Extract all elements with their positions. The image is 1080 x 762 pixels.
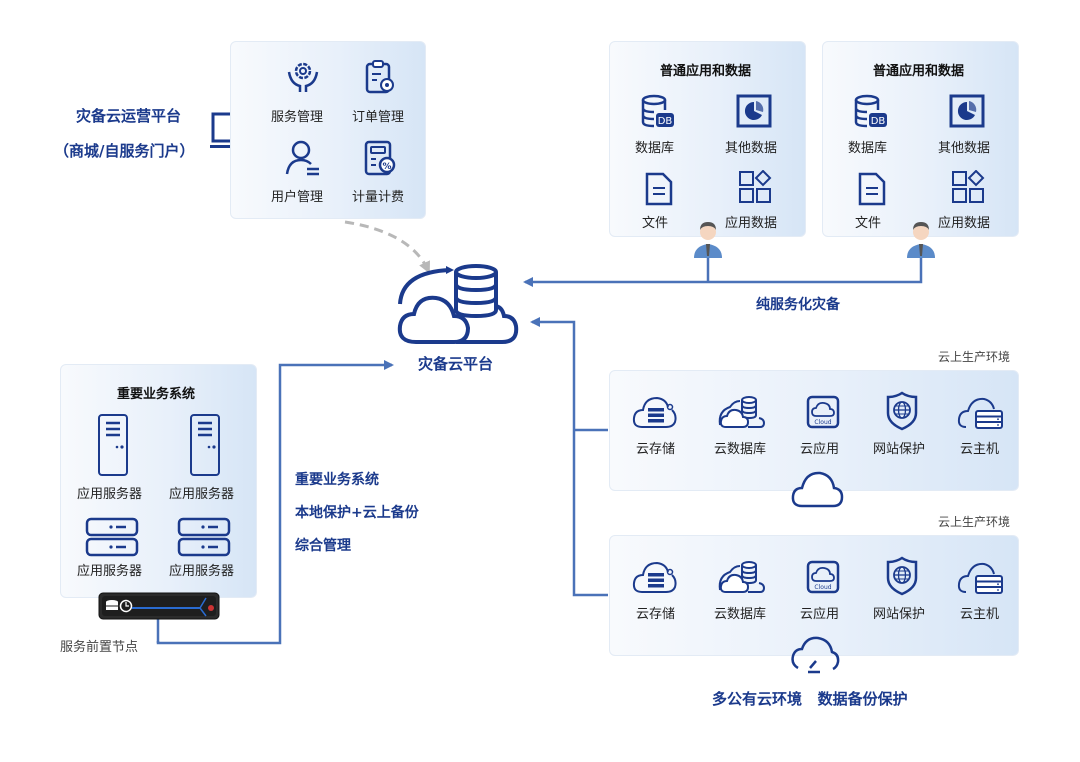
file-icon — [644, 172, 674, 206]
service-gear-hand-icon — [285, 60, 321, 94]
business-system-title: 重要业务系统 — [117, 387, 196, 402]
cloud-database-small-icon — [716, 560, 766, 594]
service-node-label: 服务前置节点 — [60, 640, 139, 655]
cloud-storage-icon — [632, 395, 678, 429]
cloud-env-panel: 云存储 云数据库 Cloud 云应用 网站保护 云主机 — [609, 370, 1019, 491]
ops-platform-panel: 服务管理 订单管理 用户管理 % 计量计费 — [230, 41, 426, 219]
footer-label: 多公有云环境 数据备份保护 — [712, 690, 908, 708]
cloud-env-caption: 云上生产环境 — [938, 515, 1011, 529]
rack-server-icon — [177, 517, 231, 557]
appliance-device-icon — [98, 592, 220, 620]
cloud-item-label: 云存储 — [636, 442, 676, 457]
cloud-env-caption: 云上生产环境 — [938, 350, 1011, 364]
ops-item-label: 订单管理 — [352, 110, 405, 125]
app-data-item-label: 文件 — [855, 216, 882, 231]
middle-note: 本地保护+云上备份 — [295, 505, 419, 521]
tower-server-icon — [189, 413, 221, 477]
middle-note: 综合管理 — [295, 538, 351, 554]
cloud-app-icon: Cloud — [806, 395, 840, 429]
cloud-host-icon — [956, 395, 1004, 429]
cloud-gauge-icon — [790, 634, 840, 674]
user-avatar-icon — [692, 218, 724, 258]
cloud-item-label: 云数据库 — [714, 442, 767, 457]
apps-grid-icon — [738, 170, 772, 204]
cloud-storage-icon — [632, 560, 678, 594]
user-icon — [285, 140, 321, 176]
cloud-host-icon — [956, 560, 1004, 594]
cloud-item-label: 网站保护 — [873, 442, 926, 457]
cloud-database-icon — [396, 262, 522, 348]
ops-item-label: 计量计费 — [352, 190, 405, 205]
server-label: 应用服务器 — [169, 487, 235, 502]
cloud-item-label: 云数据库 — [714, 607, 767, 622]
cloud-badge-text: Cloud — [814, 419, 831, 426]
app-data-connector — [523, 258, 923, 287]
business-system-panel: 重要业务系统 应用服务器 应用服务器 应用服务器 应用服务器 — [60, 364, 257, 598]
app-data-item-label: 应用数据 — [725, 216, 778, 231]
database-db-icon: DB — [640, 94, 676, 130]
cloud-outline-icon — [790, 468, 844, 508]
cloud-item-label: 云应用 — [800, 607, 840, 622]
order-clipboard-icon — [363, 60, 397, 94]
user-avatar-icon — [905, 218, 937, 258]
app-data-item-label: 数据库 — [848, 141, 888, 156]
shield-globe-icon — [886, 556, 918, 596]
middle-note: 重要业务系统 — [295, 472, 379, 488]
shield-globe-icon — [886, 391, 918, 431]
apps-grid-icon — [951, 170, 985, 204]
ops-platform-title: 灾备云运营平台 — [76, 107, 182, 125]
cloud-item-label: 云应用 — [800, 442, 840, 457]
app-data-title: 普通应用和数据 — [660, 64, 752, 79]
app-data-panel: 普通应用和数据 DB 数据库 其他数据 文件 应用数据 — [609, 41, 806, 237]
pure-service-label: 纯服务化灾备 — [756, 297, 840, 313]
app-data-item-label: 数据库 — [635, 141, 675, 156]
tower-server-icon — [97, 413, 129, 477]
app-data-panel: 普通应用和数据 DB 数据库 其他数据 文件 应用数据 — [822, 41, 1019, 237]
billing-calculator-icon: % — [363, 140, 397, 176]
dashed-connector — [344, 220, 430, 274]
cloud-env-panel: 云存储 云数据库 Cloud 云应用 网站保护 云主机 — [609, 535, 1019, 656]
database-db-icon: DB — [853, 94, 889, 130]
cloud-badge-text: Cloud — [814, 584, 831, 591]
app-data-item-label: 其他数据 — [938, 141, 991, 156]
cloud-item-label: 云存储 — [636, 607, 676, 622]
server-label: 应用服务器 — [77, 564, 143, 579]
svg-text:%: % — [382, 162, 391, 172]
center-platform-label: 灾备云平台 — [418, 355, 494, 373]
cloud-item-label: 云主机 — [960, 607, 1000, 622]
app-data-item-label: 文件 — [642, 216, 669, 231]
cloud-env-connector — [532, 322, 608, 597]
ops-item-label: 用户管理 — [271, 190, 324, 205]
server-label: 应用服务器 — [169, 564, 235, 579]
cloud-app-icon: Cloud — [806, 560, 840, 594]
server-label: 应用服务器 — [77, 487, 143, 502]
app-data-item-label: 其他数据 — [725, 141, 778, 156]
cloud-item-label: 云主机 — [960, 442, 1000, 457]
cloud-database-small-icon — [716, 395, 766, 429]
app-data-title: 普通应用和数据 — [873, 64, 965, 79]
svg-text:DB: DB — [871, 116, 886, 127]
rack-server-icon — [85, 517, 139, 557]
ops-item-label: 服务管理 — [271, 110, 324, 125]
app-data-item-label: 应用数据 — [938, 216, 991, 231]
pie-chart-icon — [736, 94, 772, 128]
cloud-item-label: 网站保护 — [873, 607, 926, 622]
file-icon — [857, 172, 887, 206]
pie-chart-icon — [949, 94, 985, 128]
ops-platform-subtitle: （商城/自服务门户） — [54, 142, 195, 160]
svg-text:DB: DB — [658, 116, 673, 127]
